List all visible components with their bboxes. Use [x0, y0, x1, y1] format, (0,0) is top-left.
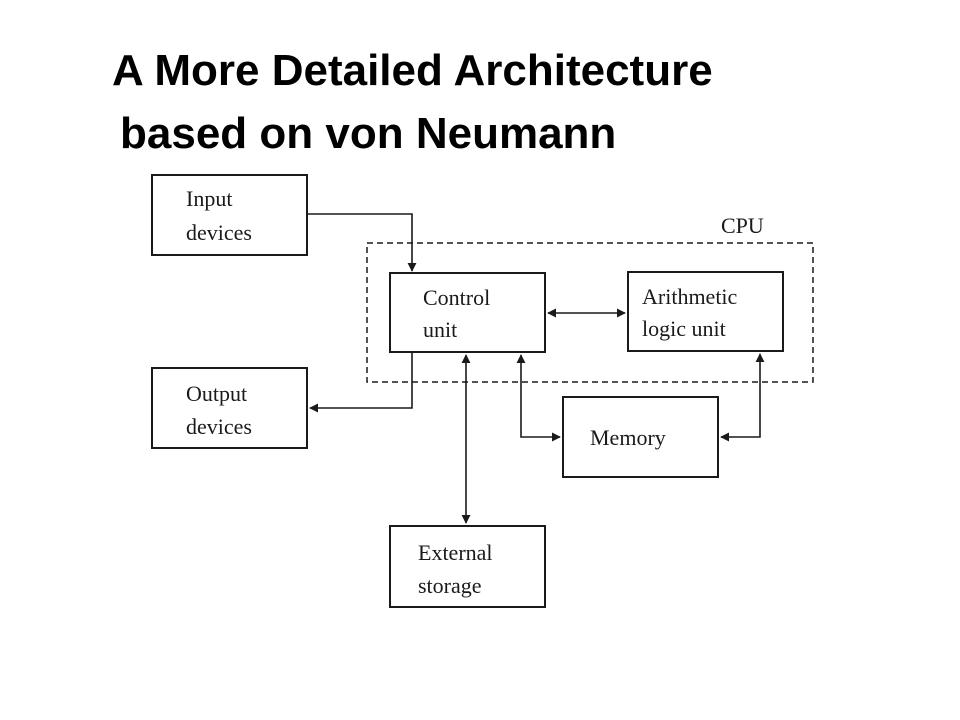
control-memory-arrow — [516, 354, 561, 442]
input-label-line-2: devices — [186, 220, 252, 245]
memory-node: Memory — [562, 396, 719, 478]
output-devices-label: Output devices — [186, 381, 253, 439]
output-label-line-2: devices — [186, 414, 252, 439]
title-line-1: A More Detailed Architecture — [112, 46, 713, 95]
control-label-line-1: Control — [423, 285, 490, 310]
input-label-line-1: Input — [186, 186, 232, 211]
external-storage-node: External storage — [389, 525, 546, 608]
storage-label-line-2: storage — [418, 573, 482, 598]
storage-label-line-1: External — [418, 540, 493, 565]
cpu-label: CPU — [721, 213, 764, 238]
alu-label: Arithmetic logic unit — [642, 284, 743, 341]
output-label-line-1: Output — [186, 381, 247, 406]
control-unit-label: Control unit — [423, 285, 496, 342]
control-to-output-arrow — [309, 352, 413, 413]
external-storage-label: External storage — [418, 540, 498, 598]
control-label-line-2: unit — [423, 317, 457, 342]
input-devices-label: Input devices — [186, 186, 252, 245]
slide-title: A More Detailed Architecture based on vo… — [0, 0, 960, 160]
control-unit-node: Control unit — [389, 272, 546, 353]
output-devices-node: Output devices — [151, 367, 308, 449]
cpu-boundary — [366, 242, 814, 383]
alu-label-line-1: Arithmetic — [642, 284, 738, 309]
input-devices-node: Input devices — [151, 174, 308, 256]
alu-label-line-2: logic unit — [642, 316, 726, 341]
title-line-2: based on von Neumann — [120, 109, 617, 158]
alu-node: Arithmetic logic unit — [627, 271, 784, 352]
memory-alu-arrow — [720, 353, 765, 442]
memory-label-line-1: Memory — [590, 425, 666, 450]
input-to-control-arrow — [307, 213, 417, 272]
memory-label: Memory — [590, 425, 666, 450]
